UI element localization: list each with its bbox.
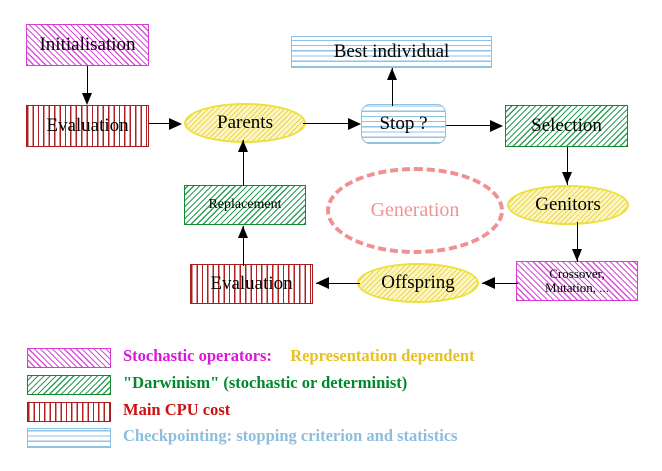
node-initialisation-label: Initialisation [39, 34, 136, 56]
edge-genitors-crossover-arrow [572, 249, 582, 261]
legend-swatch-magenta-diagonal-hatch [27, 348, 111, 368]
node-crossover-mutation[interactable]: Crossover, Mutation, ... [516, 261, 638, 301]
edge-crossover-offspring-line [482, 283, 518, 285]
node-initialisation[interactable]: Initialisation [26, 24, 149, 66]
node-best-individual[interactable]: Best individual [291, 36, 492, 68]
node-evaluation-bottom[interactable]: Evaluation [190, 264, 313, 304]
edge-selection-genitors-arrow [562, 172, 572, 184]
legend-swatch-blue-horizontal-lines [27, 428, 111, 448]
edge-stop-selection-arrow [490, 120, 503, 132]
node-genitors[interactable]: Genitors [507, 185, 629, 225]
node-genitors-label: Genitors [535, 194, 601, 216]
edge-stop-best-arrow [387, 68, 397, 80]
legend-swatch-green-diagonal-hatch [27, 375, 111, 395]
edge-offspring-evaluation-line [316, 283, 360, 285]
edge-selection-genitors-line [567, 147, 569, 185]
edge-evaluation-parents-line [149, 123, 177, 125]
edge-genitors-crossover-line [577, 222, 579, 262]
node-evaluation-top[interactable]: Evaluation [26, 105, 149, 147]
edge-offspring-evaluation-arrow [316, 277, 329, 289]
edge-stop-best-line [392, 68, 394, 106]
node-parents[interactable]: Parents [184, 103, 306, 143]
edge-evaluation-replacement-arrow [238, 226, 248, 238]
node-selection-label: Selection [531, 115, 602, 137]
edge-parents-stop-line [303, 123, 355, 125]
node-replacement-label: Replacement [208, 196, 282, 212]
node-crossover-mutation-label: Crossover, Mutation, ... [545, 266, 609, 295]
edge-parents-stop-arrow [348, 118, 361, 130]
node-generation-annotation: Generation [326, 167, 504, 254]
legend-label-representation-dependent: Representation dependent [290, 346, 475, 365]
node-stop[interactable]: Stop ? [361, 104, 446, 144]
edge-evaluation-replacement-line [243, 226, 245, 266]
node-evaluation-bottom-label: Evaluation [210, 273, 293, 295]
legend-label-checkpointing: Checkpointing: stopping criterion and st… [123, 426, 458, 445]
edge-stop-selection-line [446, 125, 501, 127]
legend-label-stochastic-operators: Stochastic operators: [123, 346, 272, 365]
node-offspring-label: Offspring [381, 272, 455, 294]
node-generation-label: Generation [370, 199, 460, 221]
edge-evaluation-parents-arrow [169, 118, 182, 130]
edge-initialisation-evaluation-arrow [82, 93, 92, 105]
node-evaluation-top-label: Evaluation [46, 115, 129, 137]
node-best-individual-label: Best individual [333, 41, 450, 63]
legend-label-main-cpu-cost: Main CPU cost [123, 400, 231, 419]
edge-replacement-parents-line [243, 140, 245, 186]
node-stop-label: Stop ? [379, 113, 428, 135]
edge-crossover-offspring-arrow [482, 277, 495, 289]
node-replacement[interactable]: Replacement [184, 185, 306, 225]
legend-swatch-red-vertical-hatch [27, 402, 111, 422]
node-offspring[interactable]: Offspring [357, 263, 479, 303]
edge-initialisation-evaluation-line [87, 66, 89, 96]
legend-text-stochastic-operators: Stochastic operators: Representation dep… [123, 346, 475, 366]
legend-label-darwinism: "Darwinism" (stochastic or determinist) [123, 373, 408, 392]
node-selection[interactable]: Selection [505, 105, 628, 147]
edge-replacement-parents-arrow [238, 140, 248, 152]
node-parents-label: Parents [217, 112, 273, 134]
